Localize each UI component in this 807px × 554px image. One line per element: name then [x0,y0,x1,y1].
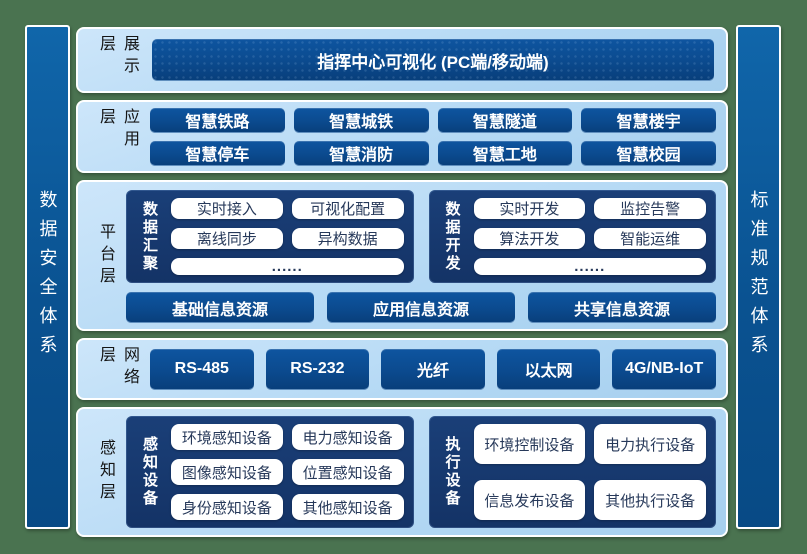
group-sensing-devices: 感知设备 环境感知设备 电力感知设备 图像感知设备 位置感知设备 身份感知设备 … [126,416,414,528]
app-box: 智慧消防 [293,140,429,166]
group-sensing-devices-label: 感知设备 [141,436,158,508]
platform-groups: 数据汇聚 实时接入 可视化配置 离线同步 异构数据 ...... 数据开发 实时… [126,190,716,283]
network-box: 4G/NB-IoT [612,348,716,390]
layer-display: 展示层 指挥中心可视化 (PC端/移动端) [76,27,728,93]
network-box: RS-485 [150,348,254,390]
platform-item-more: ...... [473,258,706,275]
application-grid: 智慧铁路 智慧城铁 智慧隧道 智慧楼宇 智慧停车 智慧消防 智慧工地 智慧校园 [150,107,716,166]
sensing-device-box: 位置感知设备 [291,459,404,485]
group-data-development-label: 数据开发 [443,200,461,273]
resource-box: 基础信息资源 [126,292,314,323]
layer-perception-label: 感知层 [97,439,114,505]
platform-item: 实时开发 [473,198,586,219]
group-actuator-devices-label: 执行设备 [443,436,461,508]
platform-item: 实时接入 [171,198,283,219]
layer-application-label: 应用层 [97,108,138,152]
resource-row: 基础信息资源 应用信息资源 共享信息资源 [126,292,716,323]
network-box: 以太网 [496,348,601,390]
app-box: 智慧停车 [150,140,285,166]
sensing-device-box: 电力感知设备 [291,424,404,450]
group-actuator-devices: 执行设备 环境控制设备 电力执行设备 信息发布设备 其他执行设备 [428,416,716,528]
network-grid: RS-485 RS-232 光纤 以太网 4G/NB-IoT [150,346,716,392]
group-data-development: 数据开发 实时开发 监控告警 算法开发 智能运维 ...... [428,190,716,283]
data-aggregation-grid: 实时接入 可视化配置 离线同步 异构数据 ...... [171,198,404,275]
platform-item-more: ...... [171,258,404,275]
app-box: 智慧校园 [581,140,716,166]
sensing-device-box: 环境感知设备 [171,424,283,450]
actuator-devices-grid: 环境控制设备 电力执行设备 信息发布设备 其他执行设备 [473,424,706,520]
actuator-device-box: 环境控制设备 [473,424,586,464]
platform-item: 异构数据 [291,228,404,249]
actuator-device-box: 其他执行设备 [594,480,706,520]
sensing-devices-grid: 环境感知设备 电力感知设备 图像感知设备 位置感知设备 身份感知设备 其他感知设… [171,424,404,520]
actuator-device-box: 信息发布设备 [473,480,586,520]
layer-stack: 展示层 指挥中心可视化 (PC端/移动端) 应用层 智慧铁路 智慧城铁 智慧隧道… [76,27,728,537]
app-box: 智慧铁路 [150,107,285,133]
platform-content: 数据汇聚 实时接入 可视化配置 离线同步 异构数据 ...... 数据开发 实时… [126,188,716,323]
platform-item: 监控告警 [594,198,706,219]
network-box: RS-232 [265,348,370,390]
sensing-device-box: 身份感知设备 [171,494,283,520]
pillar-data-security: 数据安全体系 [25,25,70,529]
resource-box: 共享信息资源 [528,292,716,323]
app-box: 智慧工地 [437,140,573,166]
perception-groups: 感知设备 环境感知设备 电力感知设备 图像感知设备 位置感知设备 身份感知设备 … [126,415,716,529]
layer-application: 应用层 智慧铁路 智慧城铁 智慧隧道 智慧楼宇 智慧停车 智慧消防 智慧工地 智… [76,100,728,173]
platform-item: 算法开发 [473,228,586,249]
group-data-aggregation-label: 数据汇聚 [141,200,158,273]
resource-box: 应用信息资源 [327,292,515,323]
pillar-standards: 标准规范体系 [736,25,781,529]
sensing-device-box: 其他感知设备 [291,494,404,520]
layer-network-label: 网络层 [97,346,138,390]
network-box: 光纤 [381,348,485,390]
layer-display-label: 展示层 [97,35,138,79]
group-data-aggregation: 数据汇聚 实时接入 可视化配置 离线同步 异构数据 ...... [126,190,414,283]
layer-network: 网络层 RS-485 RS-232 光纤 以太网 4G/NB-IoT [76,338,728,400]
platform-item: 离线同步 [171,228,283,249]
app-box: 智慧隧道 [437,107,573,133]
pillar-data-security-label: 数据安全体系 [37,190,58,364]
app-box: 智慧城铁 [293,107,429,133]
layer-platform-label: 平台层 [97,222,114,289]
layer-perception: 感知层 感知设备 环境感知设备 电力感知设备 图像感知设备 位置感知设备 身份感… [76,407,728,537]
layer-platform: 平台层 数据汇聚 实时接入 可视化配置 离线同步 异构数据 ...... [76,180,728,331]
platform-item: 智能运维 [594,228,706,249]
command-center-box: 指挥中心可视化 (PC端/移动端) [152,39,714,81]
pillar-standards-label: 标准规范体系 [748,190,769,364]
data-development-grid: 实时开发 监控告警 算法开发 智能运维 ...... [473,198,706,275]
sensing-device-box: 图像感知设备 [171,459,283,485]
app-box: 智慧楼宇 [581,107,716,133]
platform-item: 可视化配置 [291,198,404,219]
actuator-device-box: 电力执行设备 [594,424,706,464]
